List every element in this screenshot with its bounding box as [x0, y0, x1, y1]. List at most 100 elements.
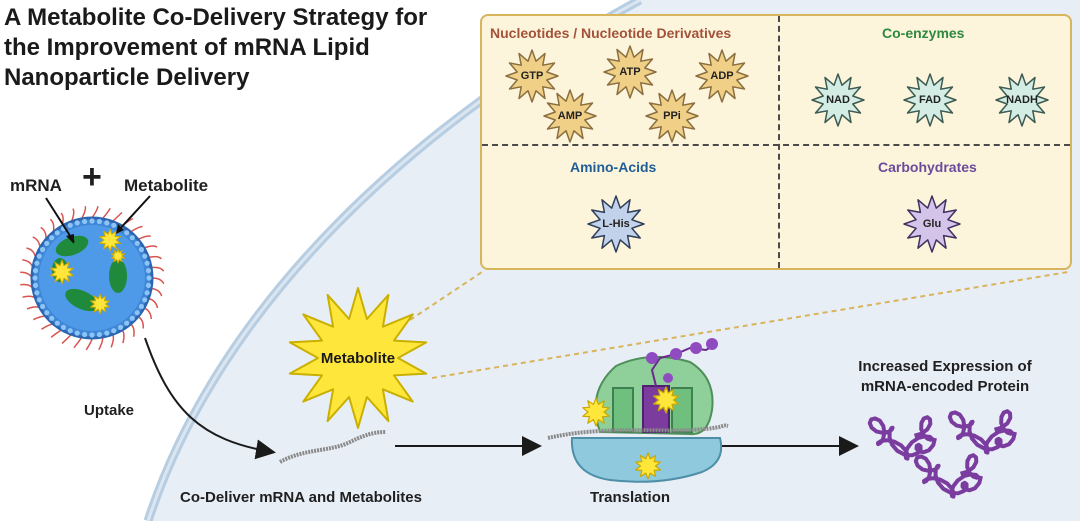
- nadh-label: NADH: [1006, 94, 1038, 106]
- mrna-blob-1: [55, 235, 89, 257]
- figure-title: A Metabolite Co-Delivery Strategy for th…: [4, 3, 474, 93]
- metabolite-star-shape: [903, 195, 961, 253]
- l-his-label: L-His: [602, 218, 630, 230]
- adp-label: ADP: [710, 70, 734, 82]
- coenzymes-heading: Co-enzymes: [882, 25, 965, 41]
- metabolite-star: [903, 73, 957, 127]
- amino-acid-2: [670, 348, 682, 360]
- protein-coil: [913, 453, 983, 499]
- metabolite-pointer: [116, 195, 151, 233]
- lipid-head: [36, 253, 42, 259]
- lipid-head: [96, 331, 102, 338]
- lipid-head: [67, 222, 73, 228]
- lnp-metabolite-star: [90, 293, 110, 315]
- lipid-head: [40, 246, 46, 253]
- lipid-head: [54, 230, 60, 236]
- ribosome-mrna: [547, 423, 729, 440]
- metabolite-burst-star: [288, 287, 428, 429]
- lipid-tail: [137, 235, 151, 241]
- lipid-head: [129, 235, 135, 241]
- amino-acid-3: [690, 342, 702, 354]
- title-line-1: A Metabolite Co-Delivery Strategy for: [4, 4, 428, 31]
- metabolite-star: [995, 73, 1049, 127]
- title-line-2: the Improvement of mRNA Lipid: [4, 34, 370, 61]
- mrna-blob-3: [65, 288, 99, 312]
- mrna-strand-1: [279, 430, 387, 464]
- lnp-metabolite-star: [110, 248, 126, 264]
- ribosome-metabolite-bursts: [582, 386, 680, 480]
- lipid-tail: [151, 266, 165, 272]
- lipid-head: [96, 218, 102, 225]
- lipid-heads: [32, 218, 152, 338]
- expressed-proteins: [867, 409, 1017, 499]
- lipid-head: [89, 218, 95, 224]
- mrna-blob-2: [109, 259, 127, 293]
- ribosome-metabolite-star: [582, 397, 610, 427]
- lipid-head: [142, 253, 148, 259]
- atp-label: ATP: [619, 66, 641, 78]
- carbohydrates-heading: Carbohydrates: [878, 159, 977, 175]
- lipid-head: [145, 268, 152, 274]
- lipid-head: [124, 320, 130, 326]
- metabolite-burst-shape: [288, 287, 428, 429]
- adp-burst: ADP: [690, 49, 754, 103]
- lipid-head: [40, 303, 46, 310]
- lipid-head: [134, 310, 140, 316]
- metabolite-pointer-head: [116, 224, 124, 234]
- lipid-head: [138, 246, 144, 253]
- lipid-head: [144, 290, 150, 296]
- lipid-head: [34, 260, 40, 266]
- zoom-line-1: [409, 271, 483, 321]
- lipid-head: [144, 260, 150, 266]
- lipid-tail: [148, 255, 162, 260]
- protein-coil: [947, 409, 1017, 455]
- glu-label: Glu: [922, 218, 942, 230]
- lipid-head: [111, 222, 117, 228]
- amino-acid-5: [663, 373, 673, 383]
- lipid-head: [89, 332, 95, 338]
- l-his-burst: L-His: [580, 195, 652, 253]
- amp-burst: AMP: [538, 89, 602, 143]
- lipid-head: [49, 315, 55, 321]
- atp-burst: ATP: [598, 45, 662, 99]
- metabolite-star-shape: [603, 45, 657, 99]
- result-label: Increased Expression of mRNA-encoded Pro…: [830, 357, 1060, 397]
- uptake-label: Uptake: [84, 402, 135, 419]
- amp-label: AMP: [557, 110, 583, 122]
- lnp-metabolite-bursts: [50, 228, 126, 315]
- lipid-head: [67, 328, 73, 334]
- metabolite-star-shape: [543, 89, 597, 143]
- fad-label: FAD: [919, 94, 941, 106]
- lipid-head: [111, 328, 117, 334]
- metabolite-burst: Metabolite: [278, 287, 438, 429]
- lipid-head: [36, 297, 42, 303]
- amino-acids-heading: Amino-Acids: [570, 159, 657, 175]
- lipid-head: [32, 275, 38, 281]
- lipid-head: [129, 315, 135, 321]
- lipid-tail: [101, 207, 111, 220]
- glu-burst: Glu: [896, 195, 968, 253]
- fad-burst: FAD: [898, 73, 962, 127]
- metabolite-star: [505, 49, 559, 103]
- lipid-head: [104, 220, 110, 226]
- ppi-burst: PPi: [640, 89, 704, 143]
- panel-vertical-divider: [778, 16, 780, 268]
- nadh-burst: NADH: [990, 73, 1054, 127]
- metabolite-star-shape: [645, 89, 699, 143]
- lipid-head: [82, 218, 88, 225]
- metabolite-star-shape: [695, 49, 749, 103]
- lipid-tail: [143, 245, 158, 249]
- lipid-head: [134, 240, 140, 246]
- lipid-head: [82, 331, 88, 338]
- nucleotides-heading: Nucleotides / Nucleotide Derivatives: [490, 25, 732, 41]
- metabolite-star-shape: [903, 73, 957, 127]
- amino-acid-4: [706, 338, 718, 350]
- ribosome-metabolite-star: [634, 452, 662, 480]
- panel-horizontal-divider: [482, 144, 1070, 146]
- lipid-head: [32, 268, 39, 274]
- lnp-metabolite-star: [99, 228, 121, 252]
- lipid-tail: [130, 225, 143, 233]
- result-line-1: Increased Expression of: [858, 358, 1032, 375]
